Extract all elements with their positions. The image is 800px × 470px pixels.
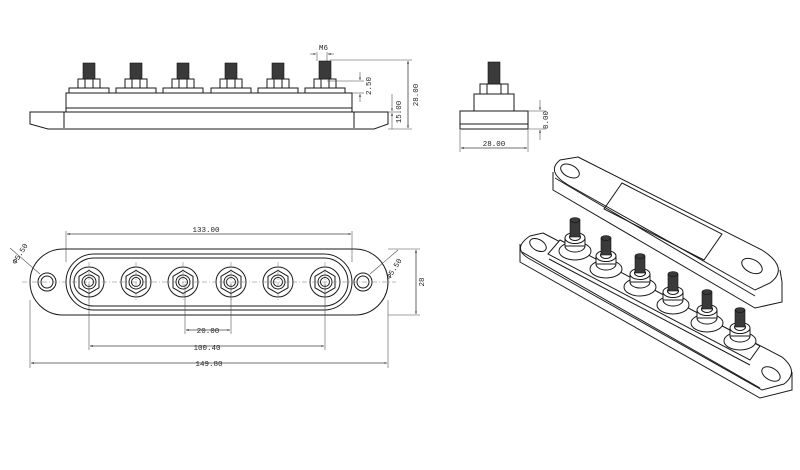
front-stud	[257, 62, 299, 94]
front-stud	[68, 62, 110, 94]
isometric-view	[519, 156, 793, 399]
front-stud	[162, 62, 204, 94]
total-length-label: 149.80	[195, 361, 223, 369]
front-stud	[210, 62, 252, 94]
isometric-stud	[623, 253, 657, 297]
isometric-stud	[558, 217, 592, 261]
hole-diameter-right-label: Φ5.50	[386, 257, 405, 281]
pitch-label: 20.00	[197, 328, 220, 336]
front-view-dimensions: M6 2.50 15.00 28.00	[310, 45, 421, 130]
isometric-stud	[690, 289, 724, 333]
front-stud	[304, 60, 346, 94]
thread-size-label: M6	[319, 45, 329, 53]
front-view	[29, 60, 389, 130]
side-view-dimensions: 8.00 28.00	[459, 100, 551, 152]
isometric-stud	[723, 307, 757, 351]
front-studs	[68, 60, 346, 94]
total-height-label: 28.00	[413, 83, 421, 106]
nut-height-label: 2.50	[366, 77, 374, 96]
front-stud	[115, 62, 157, 94]
width-label: 28	[419, 277, 427, 286]
top-nut	[262, 262, 294, 302]
hole-diameter-left-label: Φ5.50	[12, 242, 31, 266]
stud-span-label: 100.40	[193, 345, 221, 353]
isometric-stud	[656, 271, 690, 315]
inner-length-label: 133.00	[192, 227, 220, 235]
isometric-studs	[558, 217, 757, 351]
side-width-label: 28.00	[483, 141, 506, 149]
isometric-cover	[552, 156, 783, 309]
body-height-label: 15.00	[396, 100, 404, 123]
top-view-dimensions: 133.00 Φ5.50 Φ5.50 28 20.00 100.40 149.8…	[9, 227, 427, 369]
side-view	[459, 61, 529, 130]
base-height-label: 8.00	[543, 111, 551, 130]
isometric-stud	[589, 235, 623, 279]
